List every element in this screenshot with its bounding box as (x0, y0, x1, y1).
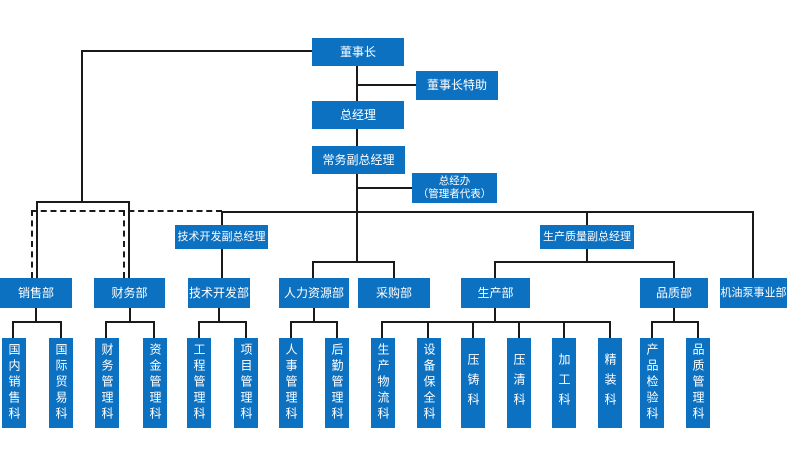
connector-line (609, 321, 611, 338)
connector-line (36, 201, 130, 203)
node-domestic-sales-section: 国内销售科 (2, 338, 26, 428)
node-executive-deputy-gm: 常务副总经理 (312, 146, 405, 174)
node-chairman-assistant: 董事长特助 (416, 71, 498, 100)
node-finishing-section: 精装科 (598, 338, 622, 428)
connector-line (221, 211, 223, 226)
node-pressure-cleaning-section: 压清科 (507, 338, 531, 428)
connector-line (697, 321, 699, 338)
node-general-manager: 总经理 (312, 101, 404, 129)
connector-line (673, 261, 675, 278)
connector-line (221, 211, 754, 213)
connector-line (356, 173, 358, 263)
node-finance-mgmt-section: 财务管理科 (95, 338, 119, 428)
connector-line (81, 50, 83, 203)
node-quality-deputy-gm: 生产质量副总经理 (540, 225, 634, 249)
connector-line (105, 321, 155, 323)
connector-line (313, 307, 315, 322)
connector-line (82, 50, 312, 52)
connector-line (494, 261, 675, 263)
connector-line (198, 321, 247, 323)
gm-office-line1: 总经办 (438, 175, 471, 188)
node-quality-dept: 品质部 (640, 278, 708, 308)
node-intl-trade-section: 国际贸易科 (49, 338, 73, 428)
node-purchasing-dept: 采购部 (358, 278, 430, 308)
connector-line (651, 321, 653, 338)
connector-line (356, 65, 358, 102)
connector-line (60, 321, 62, 338)
connector-line (356, 128, 358, 147)
connector-line (129, 307, 131, 322)
node-logistics-mgmt-section: 后勤管理科 (325, 338, 349, 428)
node-finance-dept: 财务部 (94, 278, 165, 308)
node-oil-pump-dept: 机油泵事业部 (720, 278, 787, 308)
node-machining-section: 加工科 (552, 338, 576, 428)
connector-line (494, 307, 496, 322)
connector-line (245, 321, 247, 338)
connector-line (35, 307, 37, 322)
connector-line-dashed (123, 210, 125, 278)
node-quality-mgmt-section: 品质管理科 (686, 338, 710, 428)
connector-line (586, 211, 588, 226)
connector-line (36, 201, 38, 278)
node-die-casting-section: 压铸科 (461, 338, 485, 428)
connector-line (198, 321, 200, 338)
connector-line (12, 321, 62, 323)
connector-line (518, 321, 520, 338)
connector-line (312, 261, 314, 278)
connector-line (427, 321, 429, 338)
connector-line-dashed (31, 210, 222, 212)
node-production-dept: 生产部 (461, 278, 530, 308)
connector-line (586, 248, 588, 262)
connector-line (393, 261, 395, 278)
connector-line (752, 211, 754, 278)
node-hr-dept: 人力资源部 (279, 278, 349, 308)
connector-line (218, 307, 220, 322)
node-product-inspection-section: 产品检验科 (640, 338, 664, 428)
gm-office-line2: （管理者代表） (417, 188, 492, 200)
connector-line (290, 321, 338, 323)
node-project-mgmt-section: 项目管理科 (234, 338, 258, 428)
node-funds-mgmt-section: 资金管理科 (143, 338, 167, 428)
node-tech-dev-dept: 技术开发部 (188, 278, 250, 308)
connector-line (221, 248, 223, 279)
connector-line (472, 321, 474, 338)
connector-line (128, 201, 130, 278)
connector-line (312, 261, 395, 263)
connector-line (336, 321, 338, 338)
node-equipment-maintenance-section: 设备保全科 (417, 338, 441, 428)
connector-line (673, 307, 675, 322)
node-tech-deputy-gm: 技术开发副总经理 (175, 225, 268, 249)
connector-line (651, 321, 699, 323)
node-production-logistics-section: 生产物流科 (371, 338, 395, 428)
connector-line (290, 321, 292, 338)
node-sales-dept: 销售部 (0, 278, 72, 308)
connector-line (153, 321, 155, 338)
connector-line (356, 187, 412, 189)
connector-line (381, 321, 611, 323)
node-gm-office: 总经办 （管理者代表） (412, 173, 497, 203)
node-personnel-mgmt-section: 人事管理科 (279, 338, 303, 428)
connector-line (494, 261, 496, 278)
node-engineering-mgmt-section: 工程管理科 (187, 338, 211, 428)
connector-line (563, 321, 565, 338)
connector-line (105, 321, 107, 338)
node-chairman: 董事长 (312, 38, 404, 66)
connector-line-dashed (31, 210, 33, 278)
connector-line (356, 84, 416, 86)
connector-line (381, 321, 383, 338)
connector-line (12, 321, 14, 338)
